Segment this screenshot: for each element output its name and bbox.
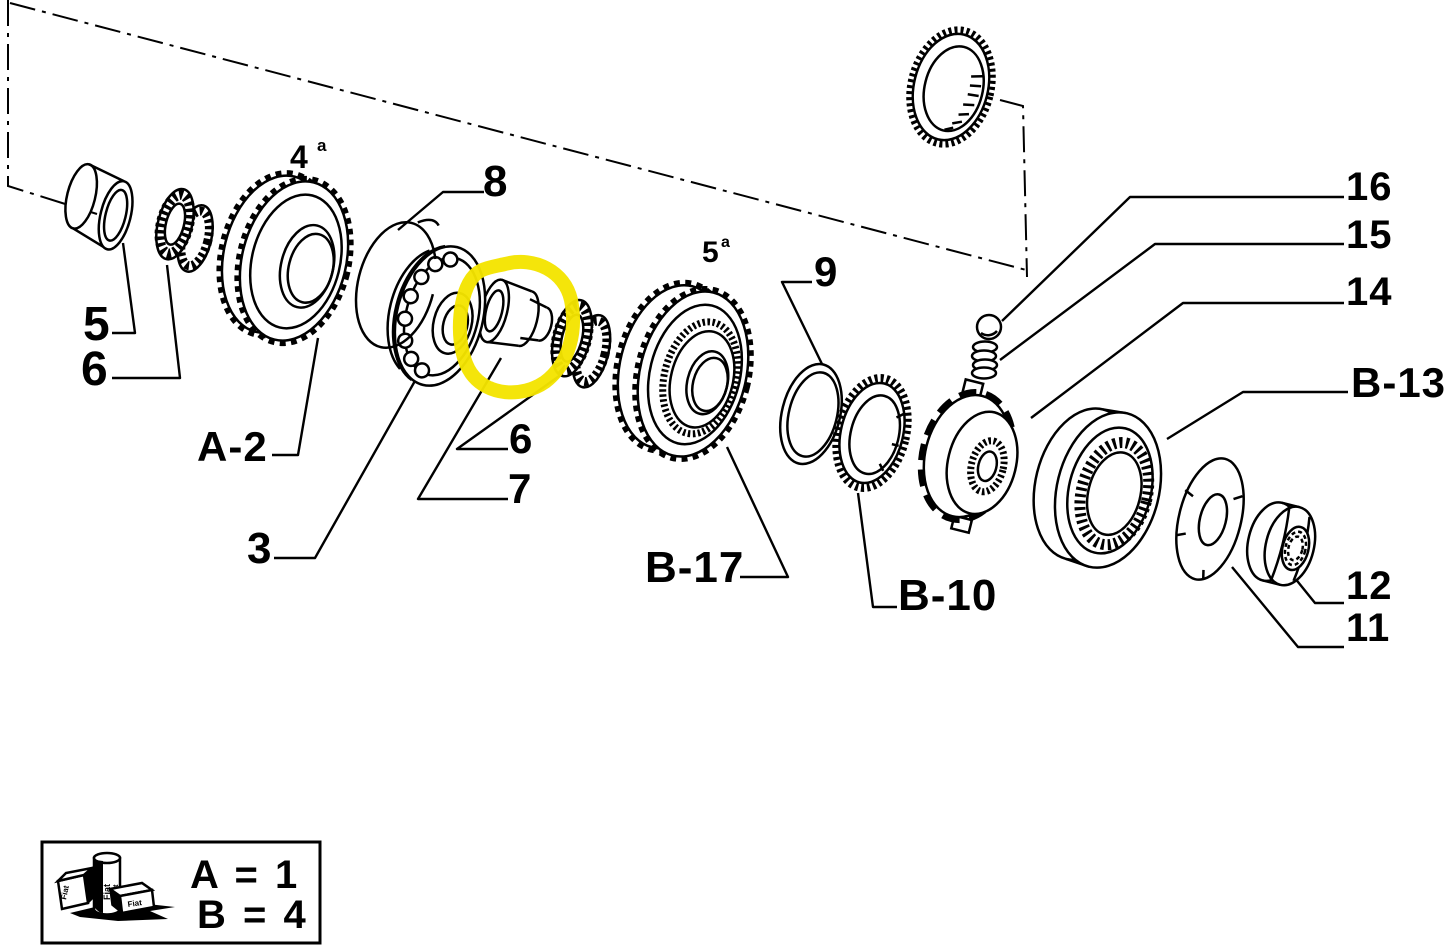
part-bushing [64, 162, 134, 251]
leader-b13 [1166, 390, 1348, 441]
callout-6-left: 6 [81, 343, 109, 396]
callout-4-sup: a [317, 136, 327, 155]
callout-11: 11 [1346, 606, 1390, 650]
leader-15 [999, 242, 1344, 361]
callout-16: 16 [1346, 165, 1393, 209]
part-spacer [478, 278, 554, 348]
legend-brand-box-left: Fiat [59, 884, 71, 900]
leader-b17 [725, 446, 790, 579]
leader-3 [274, 371, 422, 560]
callout-15: 15 [1346, 213, 1393, 257]
part-nut [1245, 501, 1317, 587]
highlight-marker [452, 254, 580, 400]
callout-9: 9 [814, 248, 838, 295]
part-ball [975, 313, 1003, 341]
leader-7 [416, 357, 508, 501]
callout-6-mid: 6 [509, 415, 533, 462]
phantom-axis-left [7, 0, 98, 215]
leader-14 [1030, 301, 1344, 419]
part-needle-bearing-left [154, 187, 214, 273]
callout-14: 14 [1346, 270, 1393, 314]
part-synchro-ring-floating [906, 26, 996, 148]
callout-b13: B-13 [1351, 359, 1445, 406]
legend-brand-can-1: Fiat [102, 884, 112, 900]
leader-16 [1001, 195, 1344, 322]
callout-5a: 5 [702, 236, 720, 269]
part-gear-4th [216, 170, 354, 347]
part-sleeve-b13 [1032, 407, 1163, 569]
leader-6-mid [455, 373, 563, 451]
callout-12: 12 [1346, 564, 1393, 608]
leader-8 [397, 190, 484, 231]
part-gear-5th [612, 279, 754, 463]
callout-3: 3 [247, 524, 272, 573]
part-tab-washer [1175, 457, 1245, 581]
legend-packages-icon: Fiat Fiat Fiat Fiat [54, 851, 175, 921]
part-hub [917, 377, 1019, 535]
leader-6-left [112, 264, 182, 380]
callout-b10: B-10 [898, 571, 997, 620]
legend-box: Fiat Fiat Fiat Fiat A = 1 B = 4 [40, 840, 322, 945]
callout-b17: B-17 [645, 543, 744, 592]
leader-9 [780, 280, 824, 365]
callout-5: 5 [83, 298, 111, 351]
callout-5a-sup: a [721, 234, 731, 251]
legend-brand-box-front: Fiat [127, 898, 143, 909]
part-spring [970, 340, 999, 380]
callout-4: 4 [290, 139, 309, 175]
phantom-axis-ring [999, 99, 1028, 278]
part-synchro-ring-b10 [832, 374, 912, 492]
callout-a2: A-2 [197, 423, 268, 470]
leader-a2 [272, 337, 320, 457]
leader-12 [1293, 576, 1344, 605]
leader-b10 [856, 492, 897, 609]
callout-7: 7 [508, 465, 532, 512]
callout-8: 8 [483, 157, 508, 206]
leader-11 [1231, 566, 1344, 649]
legend-row-b: B = 4 [197, 893, 309, 937]
leader-5 [112, 242, 137, 335]
legend-row-a: A = 1 [190, 853, 300, 897]
part-snap-ring [779, 362, 843, 466]
